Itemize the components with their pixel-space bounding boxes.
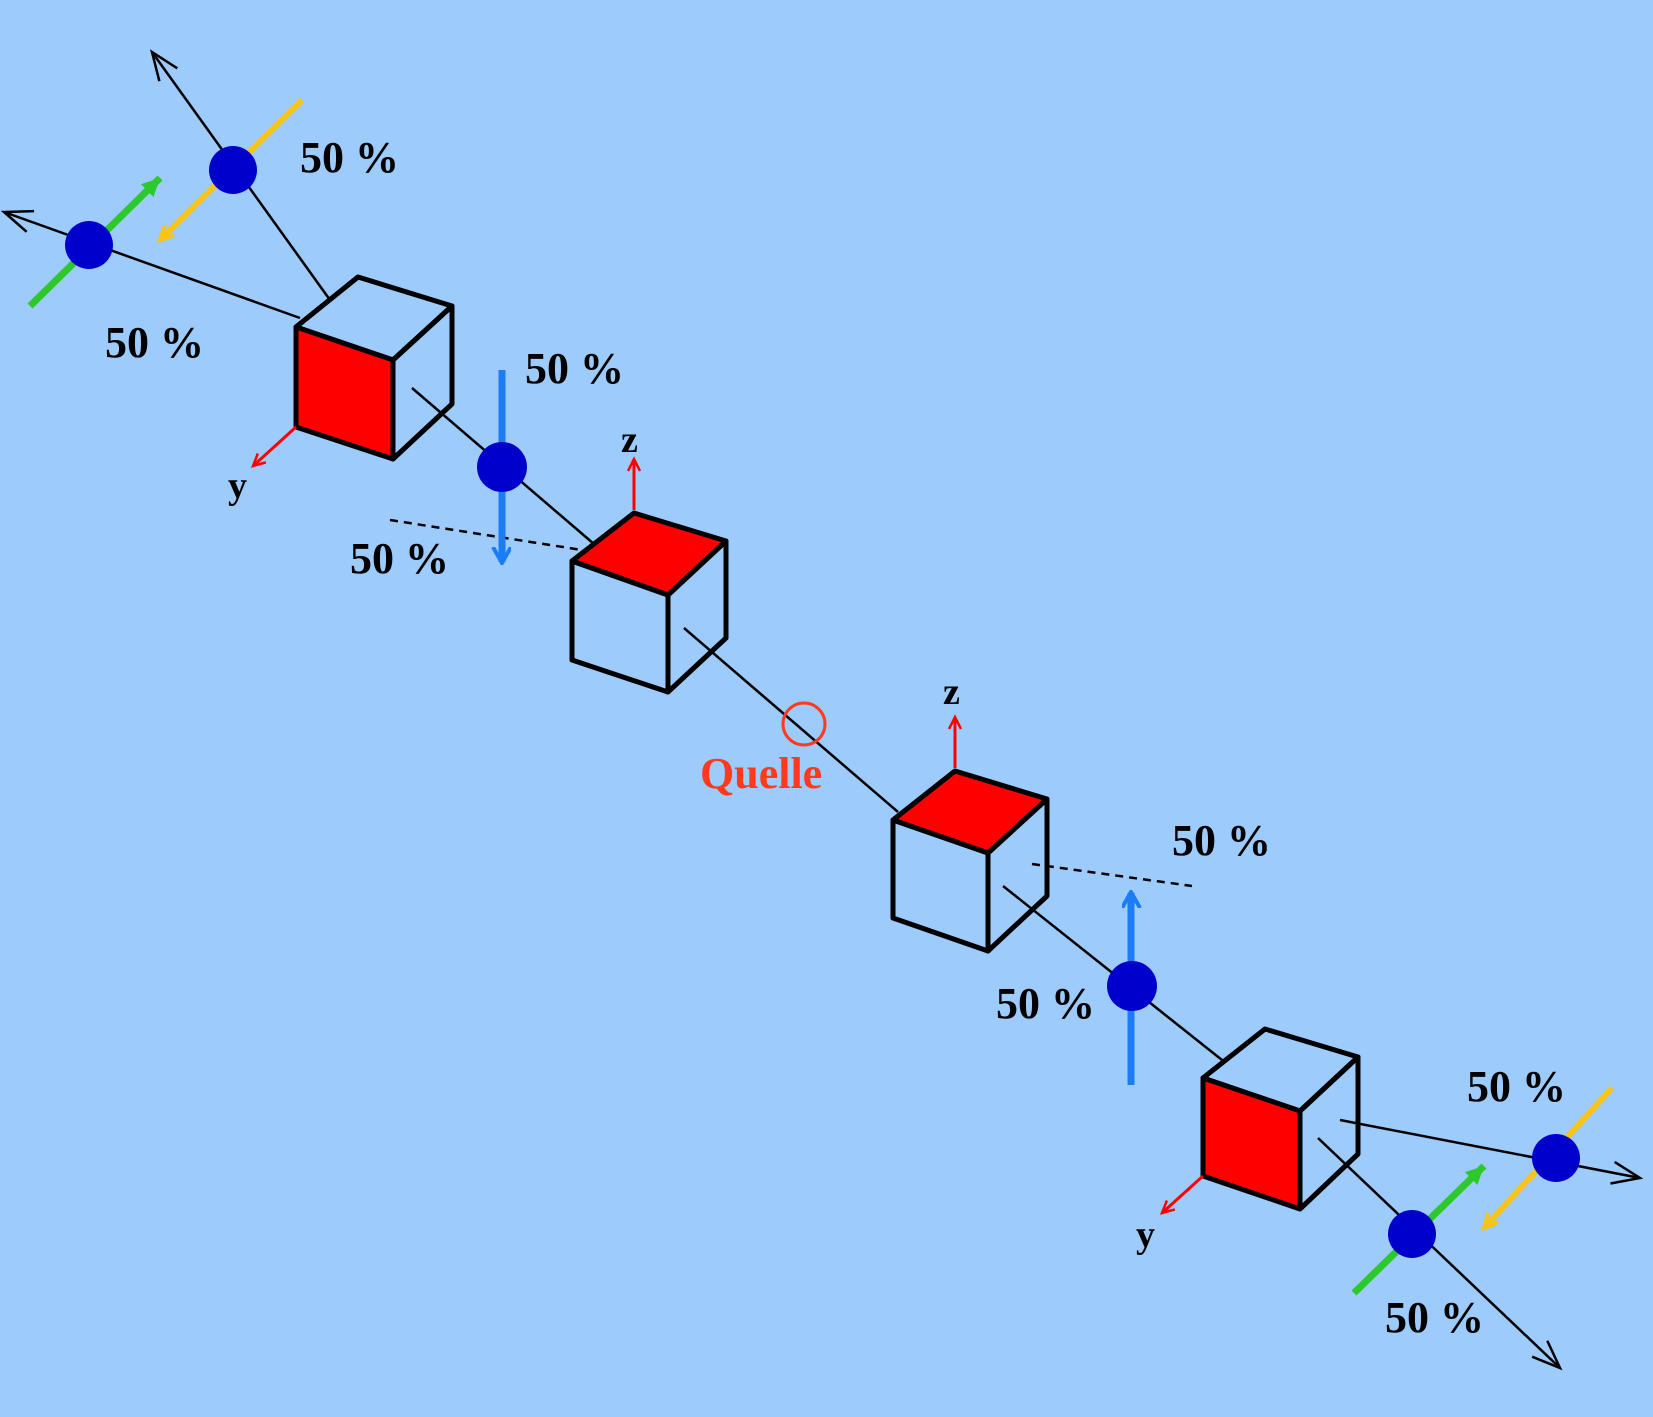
beam-lr-right	[1339, 1118, 1644, 1185]
cube-analyzer-middle-left	[569, 459, 729, 695]
probability-label: 50 %	[1385, 1293, 1484, 1342]
source-label: Quelle	[700, 749, 822, 798]
cube-analyzer-lower-right	[1162, 1026, 1361, 1213]
cube-analyzer-upper-left	[253, 274, 455, 466]
spin-arrows	[27, 97, 1615, 1296]
probability-label: 50 %	[1172, 816, 1271, 865]
photon-ul-left	[65, 221, 113, 269]
photon-lr-right	[1532, 1134, 1580, 1182]
axis-label-z-right: z	[943, 671, 960, 713]
axis-label-y-right: y	[1136, 1214, 1155, 1256]
beam-lr-lower	[1317, 1137, 1563, 1371]
photon-right-mid	[1107, 961, 1157, 1011]
cube-face-top-red	[569, 510, 729, 598]
cube-analyzer-middle-right	[890, 717, 1050, 954]
probability-labels: 50 % 50 % 50 % 50 % 50 % 50 % 50 % 50 %	[105, 133, 1566, 1342]
probability-label: 50 %	[1467, 1062, 1566, 1111]
cube-face-front-red	[293, 324, 396, 462]
cube-face-right	[390, 303, 455, 462]
probability-label: 50 %	[525, 344, 624, 393]
probability-label: 50 %	[105, 318, 204, 367]
dashed-guide-right	[1031, 862, 1193, 888]
cube-face-front	[569, 558, 671, 695]
cube-face-top-red	[890, 768, 1050, 856]
cube-face-right	[1297, 1054, 1361, 1212]
beam-ul-left	[0, 209, 301, 320]
axis-label-z-left: z	[621, 419, 638, 461]
photons	[65, 146, 1580, 1258]
beam-center	[683, 627, 899, 813]
photon-ul-upper	[209, 146, 257, 194]
axis-y-arrow	[1162, 1174, 1205, 1213]
cube-face-front	[890, 817, 991, 954]
cube-face-front-red	[1200, 1075, 1303, 1212]
source-circle	[781, 701, 827, 747]
dashed-guide-left	[389, 518, 583, 552]
dashed-guides	[389, 518, 1193, 888]
probability-label: 50 %	[996, 979, 1095, 1028]
photon-left-mid	[477, 442, 527, 492]
photon-lr-lower	[1388, 1210, 1436, 1258]
beam-lines	[0, 49, 1644, 1371]
axis-label-y-left: y	[228, 465, 247, 507]
probability-label: 50 %	[300, 133, 399, 182]
probability-label: 50 %	[350, 534, 449, 583]
axis-y-arrow	[253, 425, 298, 466]
